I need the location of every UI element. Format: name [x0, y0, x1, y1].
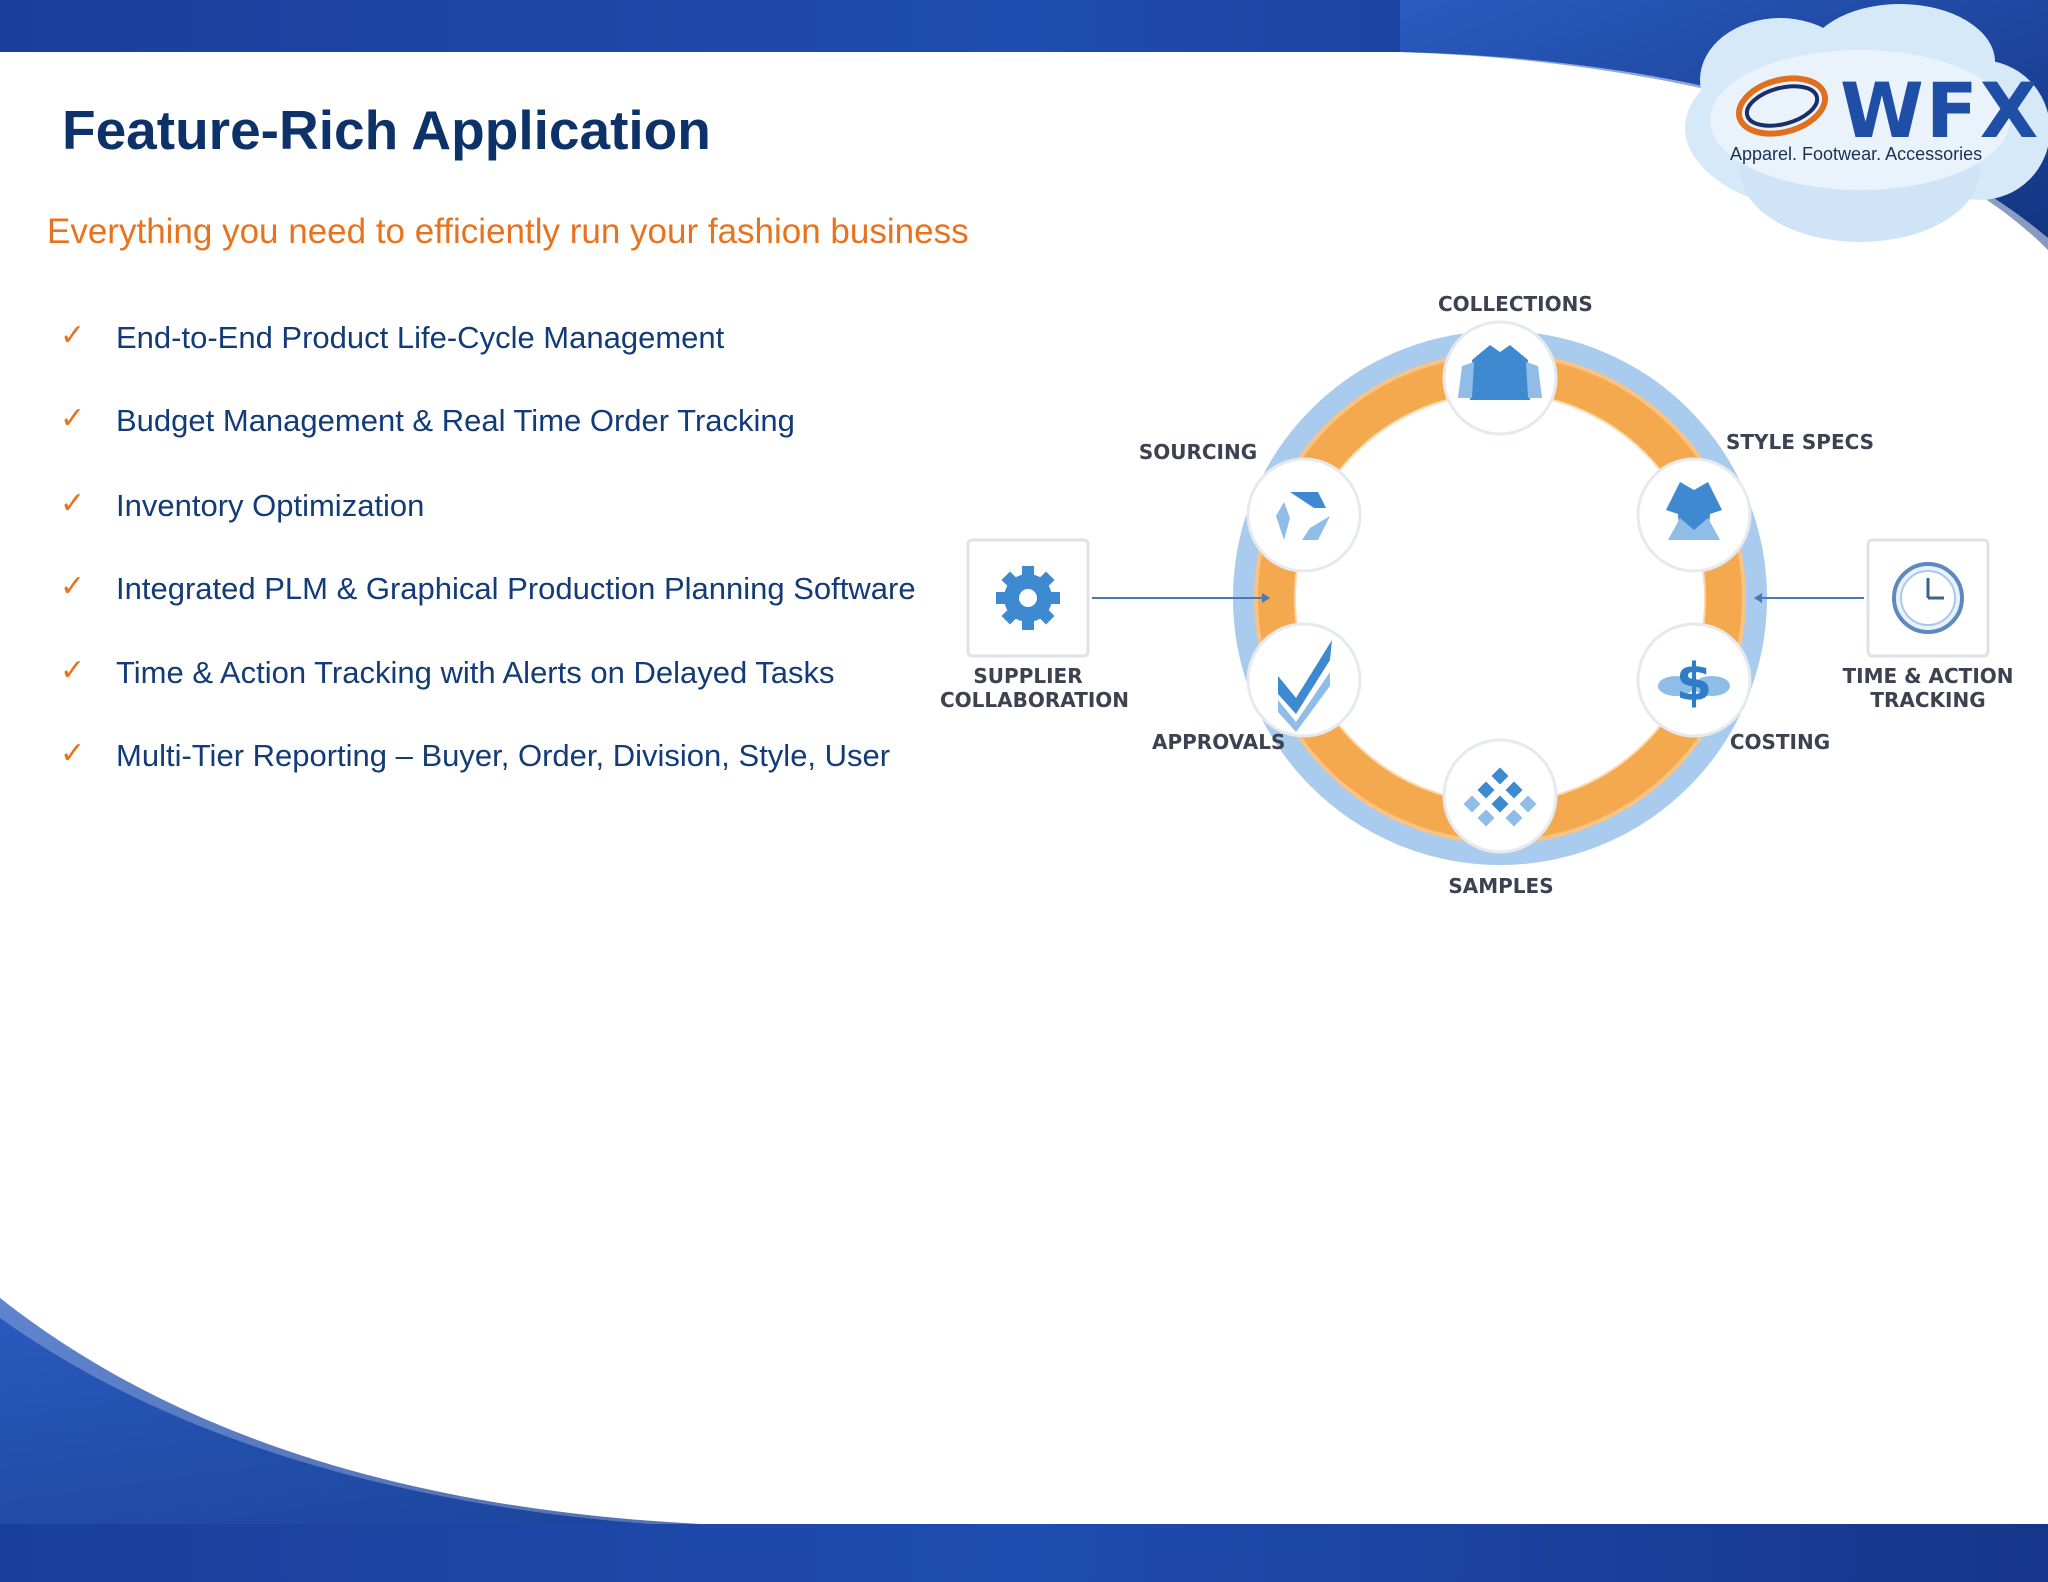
checkmark-icon: ✓	[60, 736, 86, 771]
feature-text: Integrated PLM & Graphical Production Pl…	[116, 571, 916, 606]
feature-text: Inventory Optimization	[116, 488, 425, 523]
style-specs-label: STYLE SPECS	[1726, 430, 1875, 454]
supplier-label-line1: SUPPLIER	[973, 664, 1083, 688]
dollar-icon: $	[1676, 653, 1712, 713]
checkmark-icon: ✓	[60, 401, 86, 436]
feature-item: ✓ End-to-End Product Life-Cycle Manageme…	[60, 318, 960, 366]
logo-tagline: Apparel. Footwear. Accessories	[1730, 144, 1983, 164]
costing-node: $	[1636, 622, 1752, 738]
diamond-grid-icon	[1463, 767, 1537, 827]
checkmark-icon: ✓	[60, 318, 86, 353]
time-action-label: TIME & ACTION TRACKING	[1842, 664, 2014, 712]
recycle-icon	[1276, 492, 1330, 540]
checkmark-icon: ✓	[60, 569, 86, 604]
bottom-band	[0, 1524, 2048, 1582]
feature-item: ✓ Budget Management & Real Time Order Tr…	[60, 401, 960, 449]
feature-text: End-to-End Product Life-Cycle Management	[116, 320, 725, 355]
feature-item: ✓ Time & Action Tracking with Alerts on …	[60, 653, 960, 701]
samples-node	[1442, 738, 1558, 854]
collections-node	[1442, 320, 1558, 436]
logo-brand[interactable]: WFX	[1840, 66, 2041, 155]
feature-text: Time & Action Tracking with Alerts on De…	[116, 655, 835, 690]
approvals-label: APPROVALS	[1152, 730, 1286, 754]
sourcing-label: SOURCING	[1138, 440, 1258, 464]
bottom-left-swoosh	[0, 1298, 2048, 1582]
garment-icon	[1470, 345, 1530, 400]
feature-text: Multi-Tier Reporting – Buyer, Order, Div…	[116, 738, 891, 773]
time-action-label-line2: TRACKING	[1870, 688, 1986, 712]
supplier-label: SUPPLIER COLLABORATION	[940, 664, 1130, 712]
feature-item: ✓ Multi-Tier Reporting – Buyer, Order, D…	[60, 736, 960, 784]
check-icon	[1278, 640, 1332, 714]
sourcing-node	[1246, 457, 1362, 573]
collections-label: COLLECTIONS	[1438, 292, 1593, 316]
checkmark-icon: ✓	[60, 486, 86, 521]
checkmark-icon: ✓	[60, 653, 86, 688]
samples-label: SAMPLES	[1448, 874, 1554, 898]
logo-swirl-icon	[1735, 75, 1829, 137]
gear-icon	[996, 566, 1060, 630]
supplier-box	[966, 538, 1090, 658]
costing-label: COSTING	[1729, 730, 1831, 754]
approvals-node	[1246, 622, 1362, 738]
feature-item: ✓ Integrated PLM & Graphical Production …	[60, 569, 960, 617]
page-title: Feature-Rich Application	[62, 99, 711, 161]
time-action-label-line1: TIME & ACTION	[1842, 664, 2014, 688]
feature-item: ✓ Inventory Optimization	[60, 486, 960, 534]
page-subtitle: Everything you need to efficiently run y…	[47, 212, 969, 251]
supplier-label-line2: COLLABORATION	[940, 688, 1130, 712]
clock-icon	[1892, 562, 1964, 634]
feature-text: Budget Management & Real Time Order Trac…	[116, 403, 795, 438]
style-specs-node	[1636, 457, 1752, 573]
time-action-box	[1866, 538, 1990, 658]
